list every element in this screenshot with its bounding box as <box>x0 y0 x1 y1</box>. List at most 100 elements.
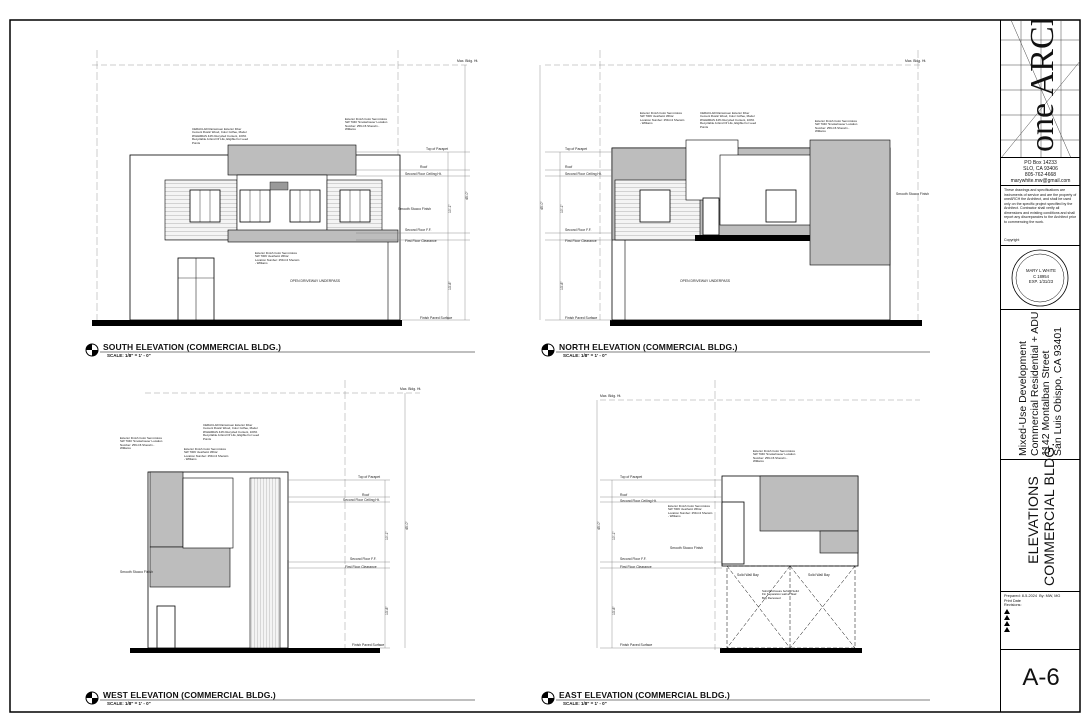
west-max-ht: Max. Bldg. Ht. <box>400 387 421 391</box>
west-cerclad-note: CERACLAD Rainscreen Exterior Fiber Cemen… <box>203 424 260 441</box>
seal-name: MARY L WHITE <box>1026 268 1056 273</box>
contact-line-2: SLO, CA 93406 <box>1023 166 1058 172</box>
south-cerclad-note: CERACLAD Rainscreen Exterior Fiber Cemen… <box>192 128 249 145</box>
west-elevation <box>130 380 420 653</box>
south-elevation-title: SOUTH ELEVATION (COMMERCIAL BLDG.) <box>103 342 282 352</box>
west-roof: Roof <box>362 493 369 497</box>
east-parapet: Top of Parapet <box>620 475 642 479</box>
prepared-date: Prepared: 8-5-2024 <box>1004 594 1037 598</box>
north-cerclad-note: CERACLAD Rainscreen Exterior Fiber Cemen… <box>700 112 757 129</box>
project-text: Mixed-Use Development Commercial Residen… <box>1017 306 1064 456</box>
west-dim-total: 45'-0" <box>405 521 409 530</box>
sheet-number: A-6 <box>1022 664 1060 691</box>
north-paved: Finish Paved Surface <box>565 316 597 320</box>
north-ceiling: Second Floor Ceiling Ht. <box>565 172 602 176</box>
east-max-ht: Max. Bldg. Ht. <box>600 394 621 398</box>
west-dim-lower: 13'-8" <box>385 606 389 615</box>
print-date: Print Date <box>1004 598 1021 603</box>
south-clear: First Floor Clearance <box>405 239 437 243</box>
sheet-meta: Prepared: 8-5-2024 By: MW, MG Print Date… <box>1000 592 1080 650</box>
view-markers <box>85 343 930 705</box>
north-max-ht: Max. Bldg. Ht. <box>905 59 926 63</box>
seal-number: C 18954 <box>1033 273 1049 279</box>
north-roof: Roof <box>565 165 572 169</box>
north-2ff: Second Floor F.F. <box>565 228 591 232</box>
east-solid-enclosure-note: Solid Enclosure behind Solid Fin Separat… <box>762 590 799 600</box>
south-dim-lower: 13'-8" <box>448 281 452 290</box>
revision-triangle-3-icon <box>1004 620 1010 626</box>
west-parapet: Top of Parapet <box>358 475 380 479</box>
seal-box: MARY L WHITE C 18954 EXP. 1/31/23 <box>1000 246 1080 310</box>
firm-contact: PO Box 14233 SLO, CA 93406 805-762-4668 … <box>1000 158 1080 186</box>
west-2ff: Second Floor F.F. <box>350 557 376 561</box>
revision-triangle-4-icon <box>1004 626 1010 632</box>
west-paved: Finish Paved Surface <box>352 643 384 647</box>
north-driveway: OPEN DRIVEWAY UNDERPASS <box>680 279 731 283</box>
south-max-ht: Max. Bldg. Ht. <box>457 59 478 63</box>
south-roof: Roof <box>420 165 427 169</box>
east-finish-smokehouse: Exterior Finish Color Semi-Gloss SW 7040… <box>753 450 796 464</box>
east-dim-lower: 13'-8" <box>612 606 616 615</box>
prepared-by: By: MW, MG <box>1039 594 1061 598</box>
south-dim-total: 45'-0" <box>465 191 469 200</box>
west-dim-upper: 10'-1" <box>385 531 389 540</box>
east-stucco: Smooth Stucco Finish <box>670 546 703 550</box>
sheet-title-line-2: COMMERCIAL BLDG. <box>1041 442 1057 586</box>
firm-logo-text: one ARCH <box>1024 20 1061 152</box>
south-elevation-scale: SCALE: 1/8" = 1' - 0" <box>107 353 151 358</box>
sheet-number-box: A-6 <box>1000 650 1080 712</box>
south-dim-upper: 10'-1" <box>448 204 452 213</box>
notes-text: These drawings and specifications are in… <box>1004 188 1077 224</box>
south-paved: Finish Paved Surface <box>420 316 452 320</box>
project-line-3: 1142 Montalban Street <box>1040 350 1052 456</box>
east-2ff: Second Floor F.F. <box>620 557 646 561</box>
north-clear: First Floor Clearance <box>565 239 597 243</box>
firm-logo-grid: one ARCH <box>1001 20 1080 157</box>
east-ceiling: Second Floor Ceiling Ht. <box>620 499 657 503</box>
north-dim-total: 45'-0" <box>540 201 544 210</box>
south-ceiling: Second Floor Ceiling Ht. <box>405 172 442 176</box>
south-finish-smokehouse: Exterior Finish Color Semi-Gloss SW 7040… <box>345 118 388 132</box>
project-line-1: Mixed-Use Development <box>1017 341 1029 456</box>
project-line-4: San Luis Obispo, CA 93401 <box>1051 326 1064 456</box>
west-finish-smokehouse: Exterior Finish Color Semi-Gloss SW 7040… <box>120 437 163 451</box>
west-clear: First Floor Clearance <box>345 565 377 569</box>
south-2ff: Second Floor F.F. <box>405 228 431 232</box>
west-elevation-scale: SCALE: 1/8" = 1' - 0" <box>107 701 151 706</box>
west-elevation-title: WEST ELEVATION (COMMERCIAL BLDG.) <box>103 690 276 700</box>
sheet-border <box>9 19 1081 713</box>
drawing-notes: These drawings and specifications are in… <box>1000 186 1080 246</box>
firm-logo: one ARCH <box>1000 20 1080 158</box>
south-finish-white: Exterior Finish Color Semi-Gloss SW 7006… <box>255 252 300 266</box>
sheet-title-line-1: ELEVATIONS <box>1025 476 1041 564</box>
east-dim-total: 45'-0" <box>597 521 601 530</box>
east-wall-bay-2: Solid Wall Bay <box>808 573 830 577</box>
contact-line-3: 805-762-4668 <box>1024 172 1057 178</box>
north-dim-upper: 10'-1" <box>560 204 564 213</box>
east-elevation-scale: SCALE: 1/8" = 1' - 0" <box>563 701 607 706</box>
north-finish-white: Exterior Finish Color Semi-Gloss SW 7006… <box>640 112 685 126</box>
south-elevation <box>92 50 470 326</box>
east-finish-white: Exterior Finish Color Semi-Gloss SW 7006… <box>668 505 713 519</box>
west-stucco: Smooth Stucco Finish <box>120 570 153 574</box>
architect-seal <box>1011 249 1069 307</box>
east-elevation <box>596 380 920 653</box>
copyright-label: Copyright <box>1004 237 1020 242</box>
sheet-title-box: ELEVATIONS COMMERCIAL BLDG. <box>1000 443 1080 592</box>
east-roof: Roof <box>620 493 627 497</box>
seal-expiry: EXP. 1/31/23 <box>1028 279 1054 284</box>
north-elevation <box>539 50 922 326</box>
south-stucco: Smooth Stucco Finish <box>398 207 431 211</box>
revisions-label: Revisions: <box>1004 603 1022 608</box>
east-clear: First Floor Clearance <box>620 565 652 569</box>
east-wall-bay-1: Solid Wall Bay <box>737 573 759 577</box>
east-paved: Finish Paved Surface <box>620 643 652 647</box>
south-parapet: Top of Parapet <box>426 147 448 151</box>
north-parapet: Top of Parapet <box>565 147 587 151</box>
north-finish-smokehouse: Exterior Finish Color Semi-Gloss SW 7040… <box>815 120 858 134</box>
west-finish-white: Exterior Finish Color Semi-Gloss SW 7006… <box>184 448 229 462</box>
sheet-title: ELEVATIONS COMMERCIAL BLDG. <box>1025 442 1057 586</box>
project-info: Mixed-Use Development Commercial Residen… <box>1000 310 1080 460</box>
north-elevation-title: NORTH ELEVATION (COMMERCIAL BLDG.) <box>559 342 738 352</box>
